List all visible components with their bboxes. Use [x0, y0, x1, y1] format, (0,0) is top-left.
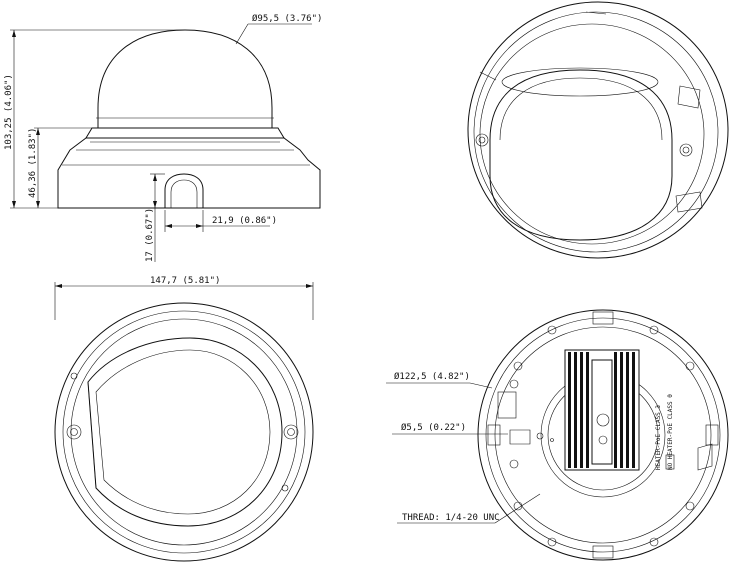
dome-diameter-label: Ø95,5 (3.76") [252, 13, 322, 24]
mount-circle-label: Ø122,5 (4.82") [394, 371, 470, 382]
dome-outline [97, 29, 273, 128]
isometric-view [467, 1, 729, 259]
bottom-view: HEATER-PoE CLASS 3 NO HEATER-PoE CLASS 0… [386, 309, 729, 561]
conduit-height-label: 17 (0.67") [145, 208, 155, 262]
hole-diameter-label: Ø5,5 (0.22") [401, 422, 466, 433]
conduit-arch [164, 173, 204, 208]
side-view: Ø95,5 (3.76") 103,25 (4.06") 46,36 (1.83… [4, 13, 322, 262]
poe-label-2: NO HEATER-PoE CLASS 0 [667, 394, 674, 470]
base-ring [85, 127, 285, 139]
thread-label: THREAD: 1/4-20 UNC [402, 513, 500, 523]
housing-outline [57, 137, 321, 209]
base-height-label: 46,36 (1.83") [28, 128, 38, 198]
poe-label-1: HEATER-PoE CLASS 3 [655, 405, 662, 470]
conduit-width-label: 21,9 (0.86") [212, 216, 277, 226]
iso-dome [489, 69, 673, 241]
front-window [87, 337, 283, 527]
overall-diameter-label: 147,7 (5.81") [150, 276, 220, 286]
front-view: 147,7 (5.81") [54, 276, 314, 562]
total-height-label: 103,25 (4.06") [4, 74, 14, 150]
heatsink-fins [568, 352, 635, 468]
